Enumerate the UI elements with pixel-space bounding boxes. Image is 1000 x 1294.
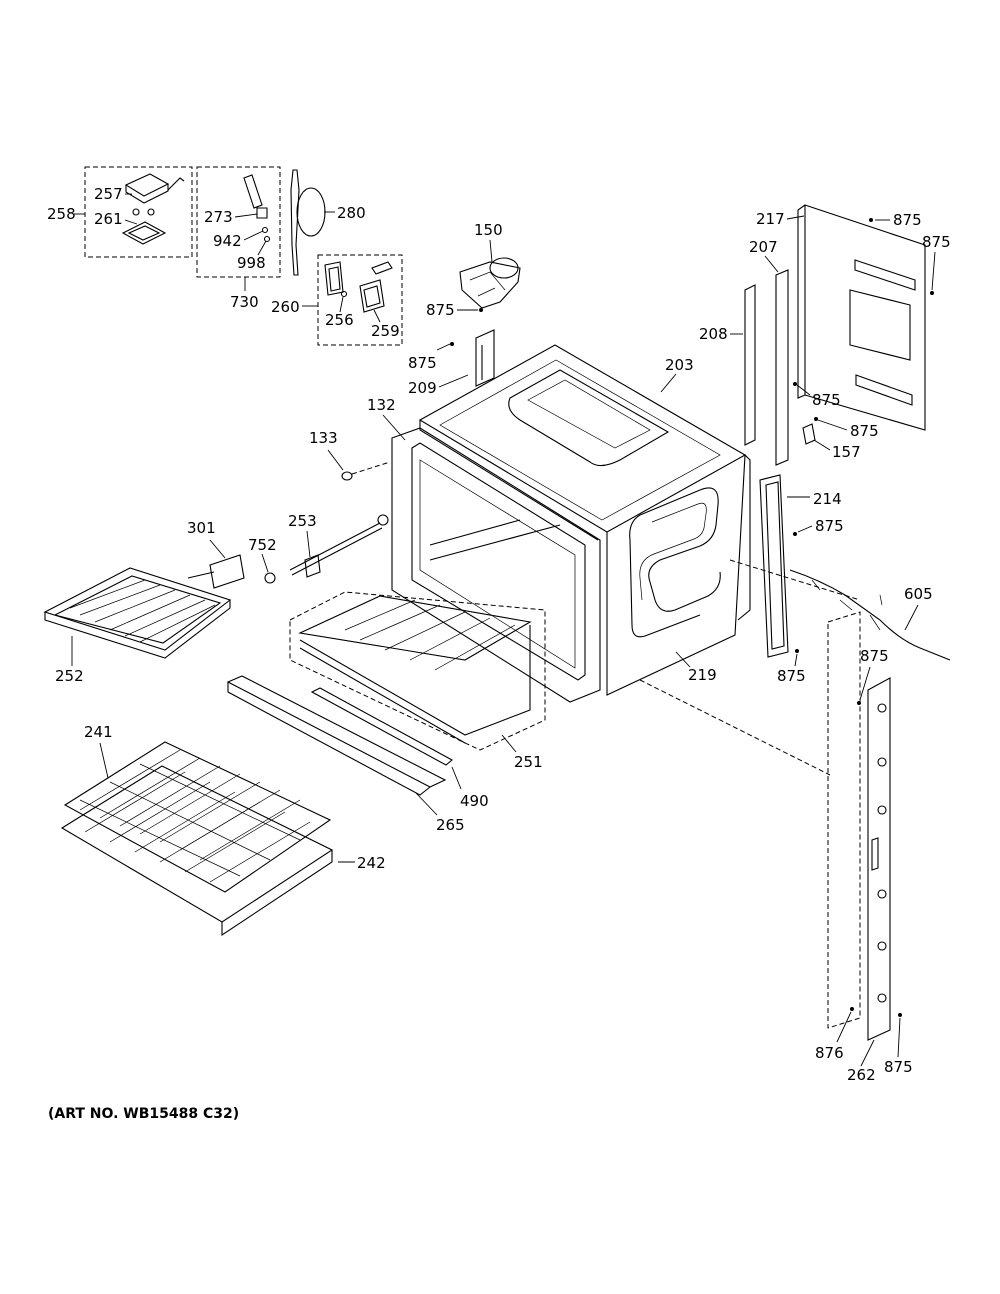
- label-258: 258: [47, 205, 76, 223]
- art-number: (ART NO. WB15488 C32): [48, 1106, 240, 1122]
- label-875-g: 875: [815, 517, 844, 535]
- label-265: 265: [436, 816, 465, 834]
- label-252: 252: [55, 667, 84, 685]
- bracket-209: 875 209: [408, 329, 495, 397]
- label-875-f: 875: [850, 422, 879, 440]
- label-605: 605: [904, 585, 933, 603]
- label-157: 157: [832, 443, 861, 461]
- front-frame-132: 132: [367, 396, 601, 703]
- parts-265-490: 265 490: [226, 675, 489, 834]
- motor-150: 150 875: [426, 221, 521, 319]
- label-875-e: 875: [812, 391, 841, 409]
- label-875-a: 875: [426, 301, 455, 319]
- label-253: 253: [288, 512, 317, 530]
- strips-207-208: 207 208 875 875 157: [699, 238, 879, 466]
- label-209: 209: [408, 379, 437, 397]
- wire-harness-605: 605: [789, 569, 951, 661]
- probe-280: 280: [290, 169, 366, 276]
- label-208: 208: [699, 325, 728, 343]
- rear-panel-217: 217 875 875: [756, 204, 951, 431]
- label-875-d: 875: [922, 233, 951, 251]
- label-219: 219: [688, 666, 717, 684]
- kit-730-group: 273 942 998 730: [196, 166, 281, 311]
- label-752: 752: [248, 536, 277, 554]
- part-133: 133: [309, 429, 391, 481]
- label-998: 998: [237, 254, 266, 272]
- racks-241-242: 241 242: [60, 723, 386, 937]
- label-273: 273: [204, 208, 233, 226]
- label-242: 242: [357, 854, 386, 872]
- label-132: 132: [367, 396, 396, 414]
- label-133: 133: [309, 429, 338, 447]
- broil-element-252: 252 301: [43, 519, 245, 685]
- label-203: 203: [665, 356, 694, 374]
- label-875-b: 875: [408, 354, 437, 372]
- label-251: 251: [514, 753, 543, 771]
- label-876: 876: [815, 1044, 844, 1062]
- label-261: 261: [94, 210, 123, 228]
- kit-260-group: 260 256 259: [271, 254, 403, 346]
- label-875-c: 875: [893, 211, 922, 229]
- parts-752-253: 752 253: [248, 512, 389, 584]
- label-217: 217: [756, 210, 785, 228]
- label-207: 207: [749, 238, 778, 256]
- label-259: 259: [371, 322, 400, 340]
- label-280: 280: [337, 204, 366, 222]
- label-875-h: 875: [777, 667, 806, 685]
- kit-258-group: 258 257 261: [47, 166, 193, 258]
- label-875-i: 875: [860, 647, 889, 665]
- label-260: 260: [271, 298, 300, 316]
- label-256: 256: [325, 311, 354, 329]
- label-730: 730: [230, 293, 259, 311]
- label-875-j: 875: [884, 1058, 913, 1076]
- label-301: 301: [187, 519, 216, 537]
- label-262: 262: [847, 1066, 876, 1084]
- label-490: 490: [460, 792, 489, 810]
- label-150: 150: [474, 221, 503, 239]
- oven-cavity: 203 219: [418, 344, 751, 696]
- bracket-214: 214 875 875: [759, 474, 844, 685]
- label-942: 942: [213, 232, 242, 250]
- bake-element-251: 251: [289, 591, 546, 771]
- side-trim-262: 875 876 262 875: [815, 611, 913, 1084]
- label-214: 214: [813, 490, 842, 508]
- guide-lines: [639, 559, 861, 776]
- label-241: 241: [84, 723, 113, 741]
- label-257: 257: [94, 185, 123, 203]
